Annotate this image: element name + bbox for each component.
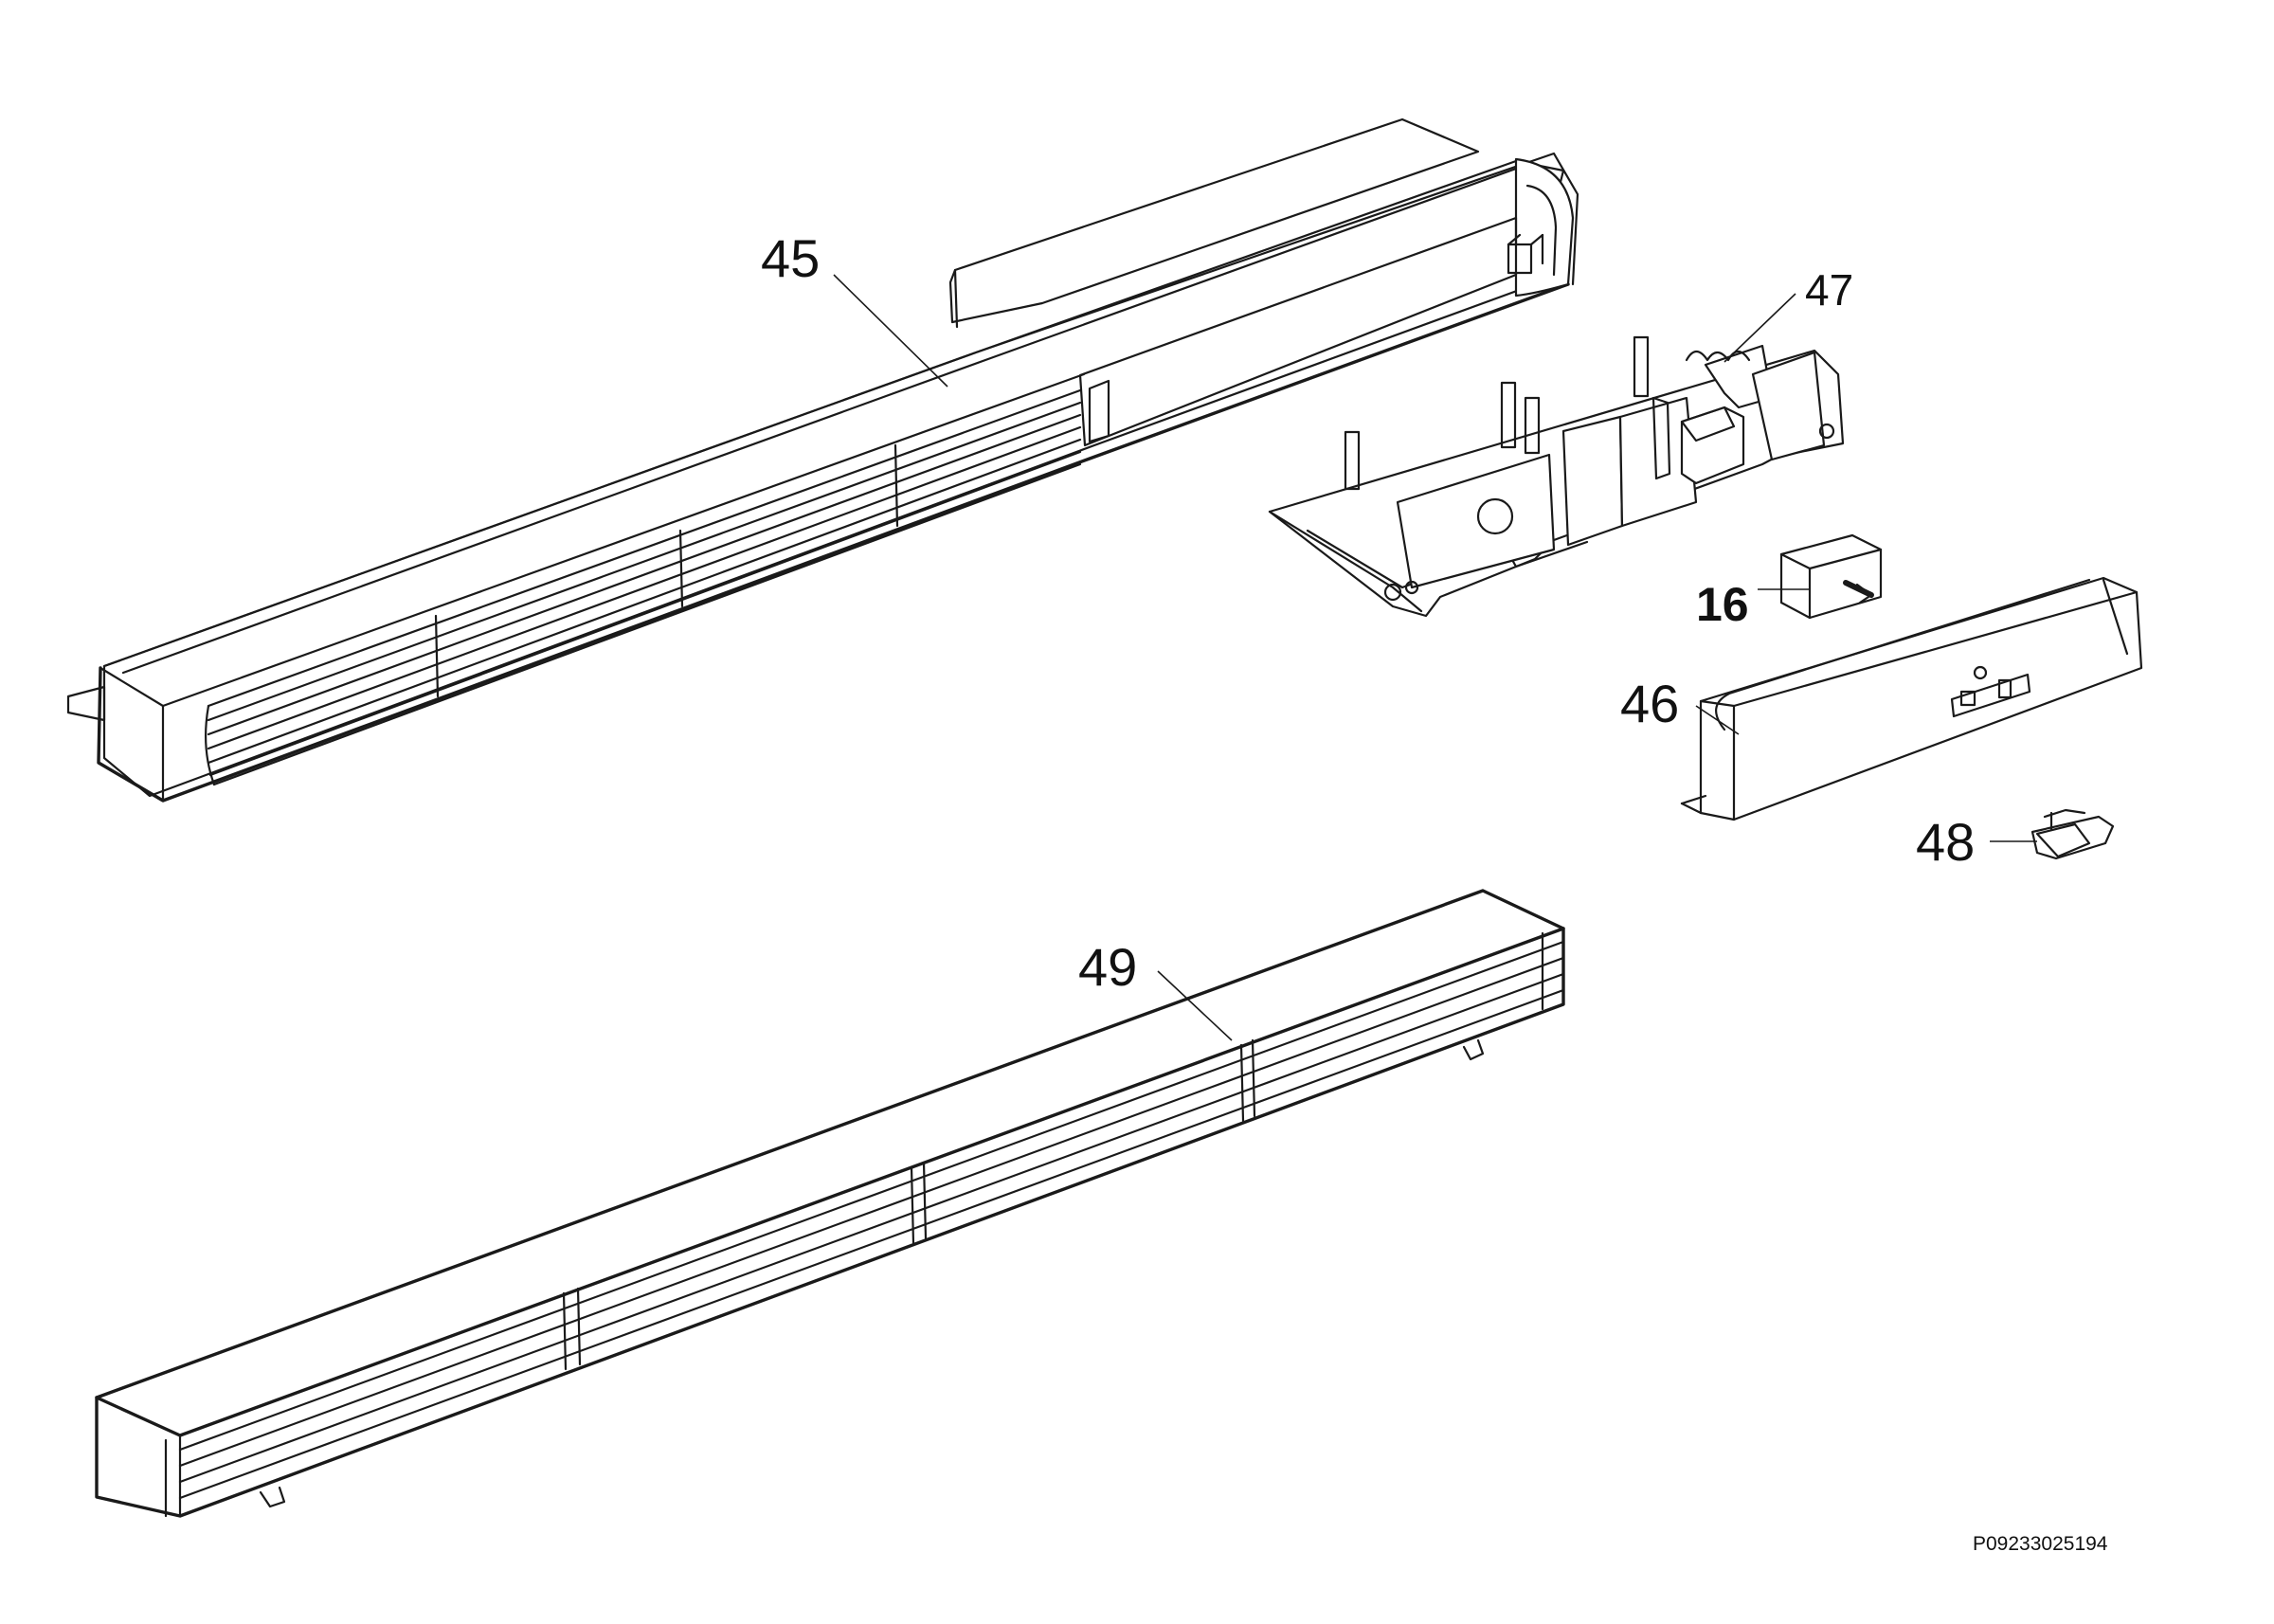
- leader-49: [1157, 970, 1233, 1041]
- part-46-display-fascia: [1680, 576, 2143, 821]
- callout-48: 48: [1916, 812, 1975, 872]
- callout-49: 49: [1078, 937, 1137, 997]
- callout-16: 16: [1696, 578, 1749, 631]
- part-48-switch-knob: [2030, 808, 2115, 860]
- document-code: P09233025194: [1973, 1533, 2108, 1555]
- part-49-lower-grille-trim: [95, 889, 1565, 1518]
- callout-45: 45: [761, 228, 820, 288]
- leader-46: [1695, 705, 1740, 735]
- leader-45: [833, 274, 948, 388]
- callout-46: 46: [1620, 674, 1679, 733]
- leader-47: [1724, 293, 1796, 363]
- part-16-relay-cube: [1779, 533, 1883, 620]
- callout-47: 47: [1805, 265, 1853, 315]
- callout-labels: 45 47 16 46 48 49: [761, 228, 1975, 997]
- part-47-circuit-board: [1268, 335, 1845, 618]
- leader-lines: [833, 274, 2037, 1041]
- part-45-control-panel-housing: [66, 117, 1579, 803]
